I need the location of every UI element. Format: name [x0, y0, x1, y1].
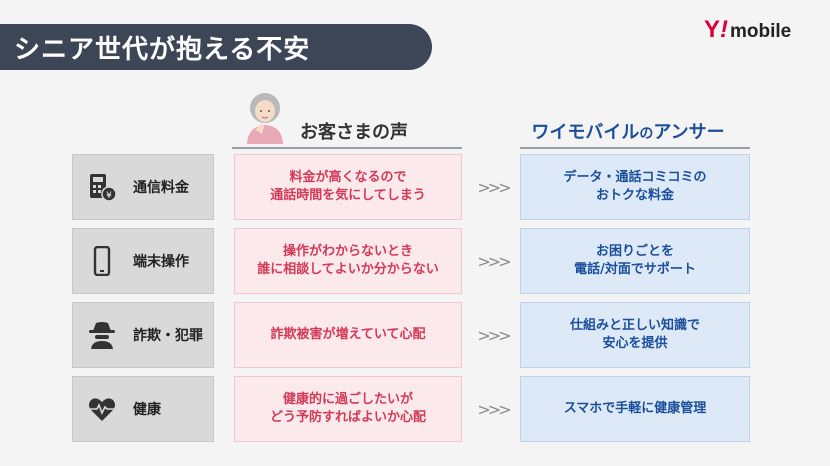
- elderly-woman-icon: [247, 93, 283, 144]
- left-header-rule: [232, 147, 462, 149]
- customer-voice-header: お客さまの声: [300, 122, 408, 143]
- heart-pulse-icon: [87, 394, 117, 424]
- ymobile-logo: Y ! mobile: [704, 16, 791, 44]
- page-title: シニア世代が抱える不安: [14, 34, 311, 65]
- customer-voice-box: 料金が高くなるので 通話時間を気にしてしまう: [234, 154, 462, 220]
- category-label: 通信料金: [133, 180, 189, 196]
- answer-line: おトクな料金: [595, 188, 674, 203]
- answer-header-tail: アンサー: [653, 122, 725, 143]
- calculator-yen-icon: ¥: [87, 172, 117, 202]
- category-box: 端末操作: [72, 228, 214, 294]
- answer-header-no: の: [639, 126, 654, 142]
- ymobile-answer-header: ワイモバイルのアンサー: [506, 118, 750, 144]
- answer-line: 電話/対面でサポート: [574, 262, 696, 277]
- logo-y: Y: [704, 16, 721, 43]
- category-label: 端末操作: [133, 254, 189, 270]
- customer-voice-box: 詐欺被害が増えていて心配: [234, 302, 462, 368]
- voice-line: どう予防すればよいか心配: [269, 410, 426, 425]
- answer-box: お困りごとを 電話/対面でサポート: [520, 228, 750, 294]
- svg-text:¥: ¥: [106, 191, 112, 201]
- voice-line: 料金が高くなるので: [289, 170, 407, 185]
- customer-voice-box: 操作がわからないとき 誰に相談してよいか分からない: [234, 228, 462, 294]
- row-fraud: 詐欺・犯罪 詐欺被害が増えていて心配 >>> 仕組みと正しい知識で 安心を提供: [0, 302, 830, 368]
- smartphone-icon: [87, 246, 117, 276]
- customer-voice-box: 健康的に過ごしたいが どう予防すればよいか心配: [234, 376, 462, 442]
- row-device: 端末操作 操作がわからないとき 誰に相談してよいか分からない >>> お困りごと…: [0, 228, 830, 294]
- voice-line: 通話時間を気にしてしまう: [270, 188, 426, 203]
- answer-box: データ・通話コミコミの おトクな料金: [520, 154, 750, 220]
- answer-line: 仕組みと正しい知識で: [569, 318, 700, 333]
- right-header-rule: [520, 147, 750, 149]
- category-label: 健康: [133, 402, 161, 418]
- voice-line: 操作がわからないとき: [282, 244, 413, 259]
- answer-line: データ・通話コミコミの: [563, 170, 707, 185]
- category-label: 詐欺・犯罪: [133, 328, 203, 344]
- title-bar: シニア世代が抱える不安: [0, 24, 432, 70]
- category-box: 詐欺・犯罪: [72, 302, 214, 368]
- chevrons-icon: >>>: [477, 399, 511, 419]
- logo-bang: !: [720, 16, 729, 43]
- voice-line: 詐欺被害が増えていて心配: [270, 327, 426, 342]
- spy-icon: [87, 320, 117, 350]
- answer-line: お困りごとを: [595, 244, 674, 259]
- chevrons-icon: >>>: [477, 325, 511, 345]
- answer-header-brand: ワイモバイル: [531, 122, 640, 143]
- category-box: 健康: [72, 376, 214, 442]
- chevrons-icon: >>>: [477, 177, 511, 197]
- answer-line: スマホで手軽に健康管理: [563, 401, 707, 416]
- answer-box: 仕組みと正しい知識で 安心を提供: [520, 302, 750, 368]
- row-health: 健康 健康的に過ごしたいが どう予防すればよいか心配 >>> スマホで手軽に健康…: [0, 376, 830, 442]
- voice-line: 誰に相談してよいか分からない: [257, 262, 439, 277]
- answer-line: 安心を提供: [602, 336, 668, 351]
- chevrons-icon: >>>: [477, 251, 511, 271]
- category-box: ¥ 通信料金: [72, 154, 214, 220]
- logo-mobile: mobile: [730, 21, 792, 42]
- answer-box: スマホで手軽に健康管理: [520, 376, 750, 442]
- row-fees: ¥ 通信料金 料金が高くなるので 通話時間を気にしてしまう >>> データ・通話…: [0, 154, 830, 220]
- voice-line: 健康的に過ごしたいが: [282, 392, 413, 407]
